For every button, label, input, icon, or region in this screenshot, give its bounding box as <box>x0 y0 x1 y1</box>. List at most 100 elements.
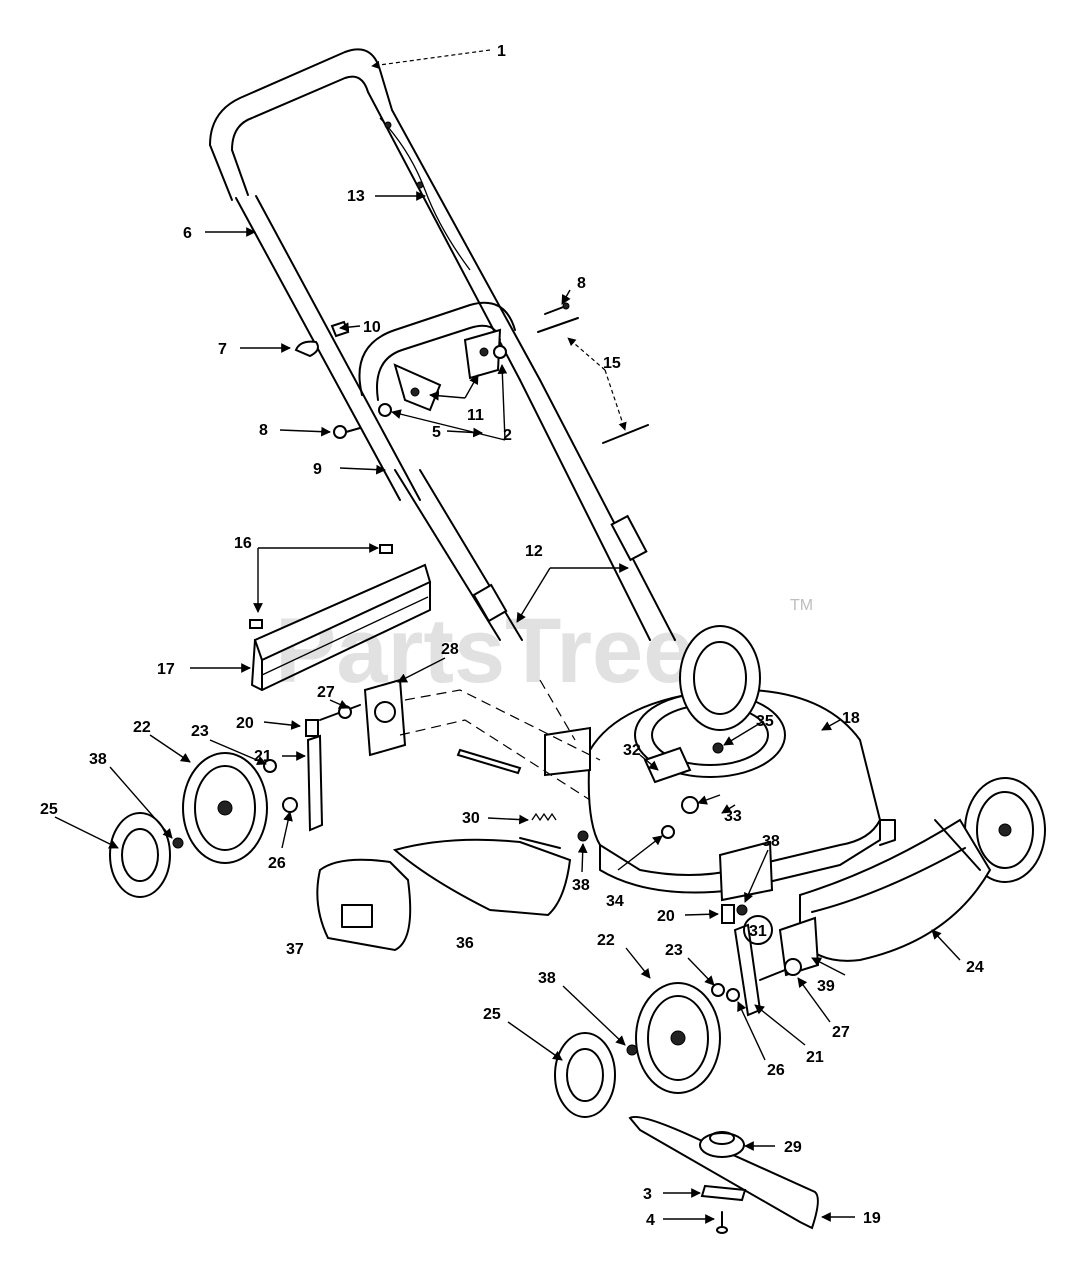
callout-38-front: 38 <box>538 970 556 987</box>
callout-1: 1 <box>497 43 506 60</box>
callout-38-deck: 38 <box>572 877 590 894</box>
watermark-trademark: TM <box>790 597 813 614</box>
rod-part-15 <box>602 424 649 444</box>
callout-24: 24 <box>966 959 984 976</box>
callout-16: 16 <box>234 535 252 552</box>
callout-8-upper: 8 <box>577 275 586 292</box>
nut-part-38-right <box>736 904 748 916</box>
callout-26-left: 26 <box>268 855 286 872</box>
callout-27-left: 27 <box>317 684 335 701</box>
callout-4: 4 <box>646 1212 655 1229</box>
callout-12: 12 <box>525 543 543 560</box>
bracket-part-16-left <box>249 619 263 629</box>
callout-21-left: 21 <box>254 748 272 765</box>
callout-23-right: 23 <box>665 942 683 959</box>
nut-part-10 <box>330 320 350 338</box>
blade-adapter-part-29 <box>699 1131 745 1158</box>
spring-part-30 <box>519 812 561 849</box>
callout-25-left: 25 <box>40 801 58 818</box>
callout-19: 19 <box>863 1210 881 1227</box>
callout-29: 29 <box>784 1139 802 1156</box>
callout-15: 15 <box>603 355 621 372</box>
callout-3: 3 <box>643 1186 652 1203</box>
bolt-part-8-left <box>333 425 361 439</box>
bushing-part-26-right <box>726 988 740 1002</box>
height-lever-part-32 <box>643 746 692 784</box>
washer-part-34 <box>661 825 675 839</box>
handle-knob-left <box>393 363 442 412</box>
washer-part-33 <box>681 796 699 814</box>
bushing-part-23-left <box>263 759 277 773</box>
rod-part-5 <box>456 748 522 775</box>
callout-31: 31 <box>749 923 767 940</box>
callout-21-right: 21 <box>806 1049 824 1066</box>
callout-7: 7 <box>218 341 227 358</box>
adjuster-bracket-part-28 <box>363 678 407 757</box>
bolt-part-26-left <box>282 797 298 813</box>
callout-17: 17 <box>157 661 175 678</box>
wheel-axle-bolt-part-27-right <box>759 958 802 981</box>
callout-34: 34 <box>606 893 624 910</box>
callout-8-lower: 8 <box>259 422 268 439</box>
callout-22-left: 22 <box>133 719 151 736</box>
callout-28: 28 <box>441 641 459 658</box>
callout-36: 36 <box>456 935 474 952</box>
callout-25-front: 25 <box>483 1006 501 1023</box>
callout-27-right: 27 <box>832 1024 850 1041</box>
rear-wheel-installed <box>679 625 761 731</box>
callout-38-left: 38 <box>89 751 107 768</box>
callout-35: 35 <box>756 713 774 730</box>
nut-part-38-left <box>172 837 184 849</box>
control-cable <box>379 117 471 271</box>
callout-37: 37 <box>286 941 304 958</box>
spacer-part-20-left <box>305 719 319 737</box>
blade-part-19 <box>628 1116 819 1230</box>
lower-handle <box>394 379 676 641</box>
blade-bolt-part-4 <box>716 1211 728 1234</box>
callout-32: 32 <box>623 742 641 759</box>
upper-handle <box>209 48 541 501</box>
bracket-part-16-right <box>379 544 393 554</box>
front-wheel-part-22 <box>635 982 721 1094</box>
grass-bag-part-37 <box>316 858 412 952</box>
nut-part-38-front <box>626 1044 638 1056</box>
handle-bolt-hole-right <box>493 345 507 359</box>
callout-10: 10 <box>363 319 381 336</box>
height-bracket-part-21-left <box>306 734 324 832</box>
hubcap-part-25-front <box>554 1032 616 1118</box>
callout-23-left: 23 <box>191 723 209 740</box>
axle-part-27-left <box>319 704 361 721</box>
callout-2: 2 <box>503 427 512 444</box>
callout-38-right: 38 <box>762 833 780 850</box>
callout-13: 13 <box>347 188 365 205</box>
callout-26-right: 26 <box>767 1062 785 1079</box>
callout-9: 9 <box>313 461 322 478</box>
circle-callout-31 <box>743 915 773 945</box>
assembly-line-2 <box>399 719 591 801</box>
bolt-part-8-right <box>537 302 579 333</box>
callout-11: 11 <box>467 407 484 424</box>
callout-20-left: 20 <box>236 715 254 732</box>
handle-crossbar <box>358 301 516 401</box>
hubcap-part-25-left <box>109 812 171 898</box>
left-wheel-part-22 <box>182 752 268 864</box>
front-bumper-part-24 <box>799 818 992 962</box>
assembly-line-3 <box>539 679 576 741</box>
callout-five: 5 <box>432 424 441 441</box>
rear-guard-part-17 <box>251 563 432 691</box>
leader-lines <box>54 49 961 1224</box>
blade-stiffener-part-3 <box>700 1184 747 1202</box>
callout-labels: 1 13 6 8 10 7 15 11 8 2 9 16 12 28 17 27… <box>40 43 984 1229</box>
callout-22-right: 22 <box>597 932 615 949</box>
assembly-line-1 <box>404 689 601 761</box>
nut-part-38-deck <box>577 830 589 842</box>
callout-6: 6 <box>183 225 192 242</box>
handle-bolt-hole-left <box>378 403 392 417</box>
callout-33: 33 <box>724 808 742 825</box>
discharge-door-part-36 <box>392 838 572 917</box>
spacer-part-20-right <box>721 904 735 924</box>
callout-30: 30 <box>462 810 480 827</box>
clip-part-7 <box>294 340 319 358</box>
callout-39: 39 <box>817 978 835 995</box>
